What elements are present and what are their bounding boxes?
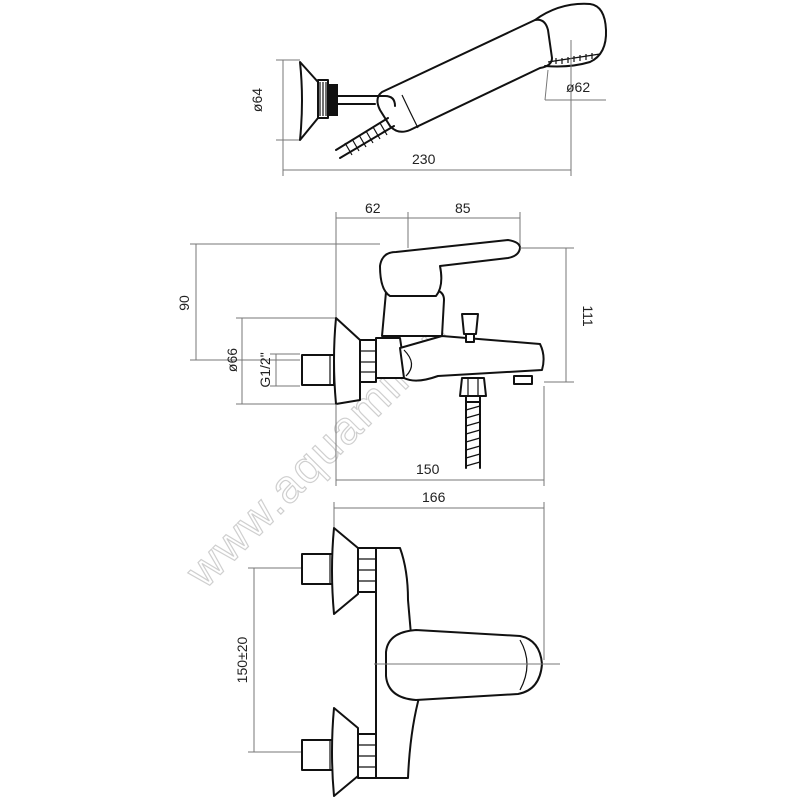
lower-inlet-pipe: [301, 739, 335, 771]
dim-head-diameter: ø64: [249, 88, 265, 112]
holder-cone: [299, 61, 319, 141]
dim-height-spout: 90: [176, 295, 192, 311]
spout: [399, 335, 545, 382]
holder-knurl: [319, 82, 327, 116]
diverter-knob: [461, 313, 479, 335]
spray-nozzles: [555, 53, 593, 64]
lower-flange: [331, 707, 359, 797]
upper-flange: [331, 527, 359, 615]
wall-flange: [333, 317, 361, 405]
shower-handle: [376, 18, 553, 133]
dim-overall-length: 230: [412, 151, 436, 167]
dim-width-right: 85: [455, 200, 471, 216]
dim-thread: G1/2": [257, 352, 273, 387]
lever-handle: [379, 239, 521, 297]
hex-nut: [359, 339, 377, 383]
dim-length-bottom: 150: [416, 461, 440, 477]
side-view-mixer: 62 85 90 ø66 G1/2": [176, 200, 596, 486]
top-view-hand-shower: ø64: [249, 2, 608, 176]
inlet-pipe: [301, 354, 335, 386]
aerator: [513, 375, 533, 385]
hose: [335, 117, 389, 151]
hose-connector: [459, 377, 487, 397]
dim-width-left: 62: [365, 200, 381, 216]
dim-overall-width: 166: [422, 489, 446, 505]
upper-inlet-pipe: [301, 553, 335, 585]
shower-head-face: [534, 2, 608, 68]
dim-inlet-spacing: 150±20: [234, 636, 250, 683]
front-lever: [385, 629, 543, 701]
dim-spray-diameter: ø62: [566, 79, 590, 95]
dim-flange-diameter: ø66: [224, 348, 240, 372]
front-view-mixer: 166 150±20: [234, 489, 560, 797]
dim-height-total: 111: [580, 305, 596, 326]
